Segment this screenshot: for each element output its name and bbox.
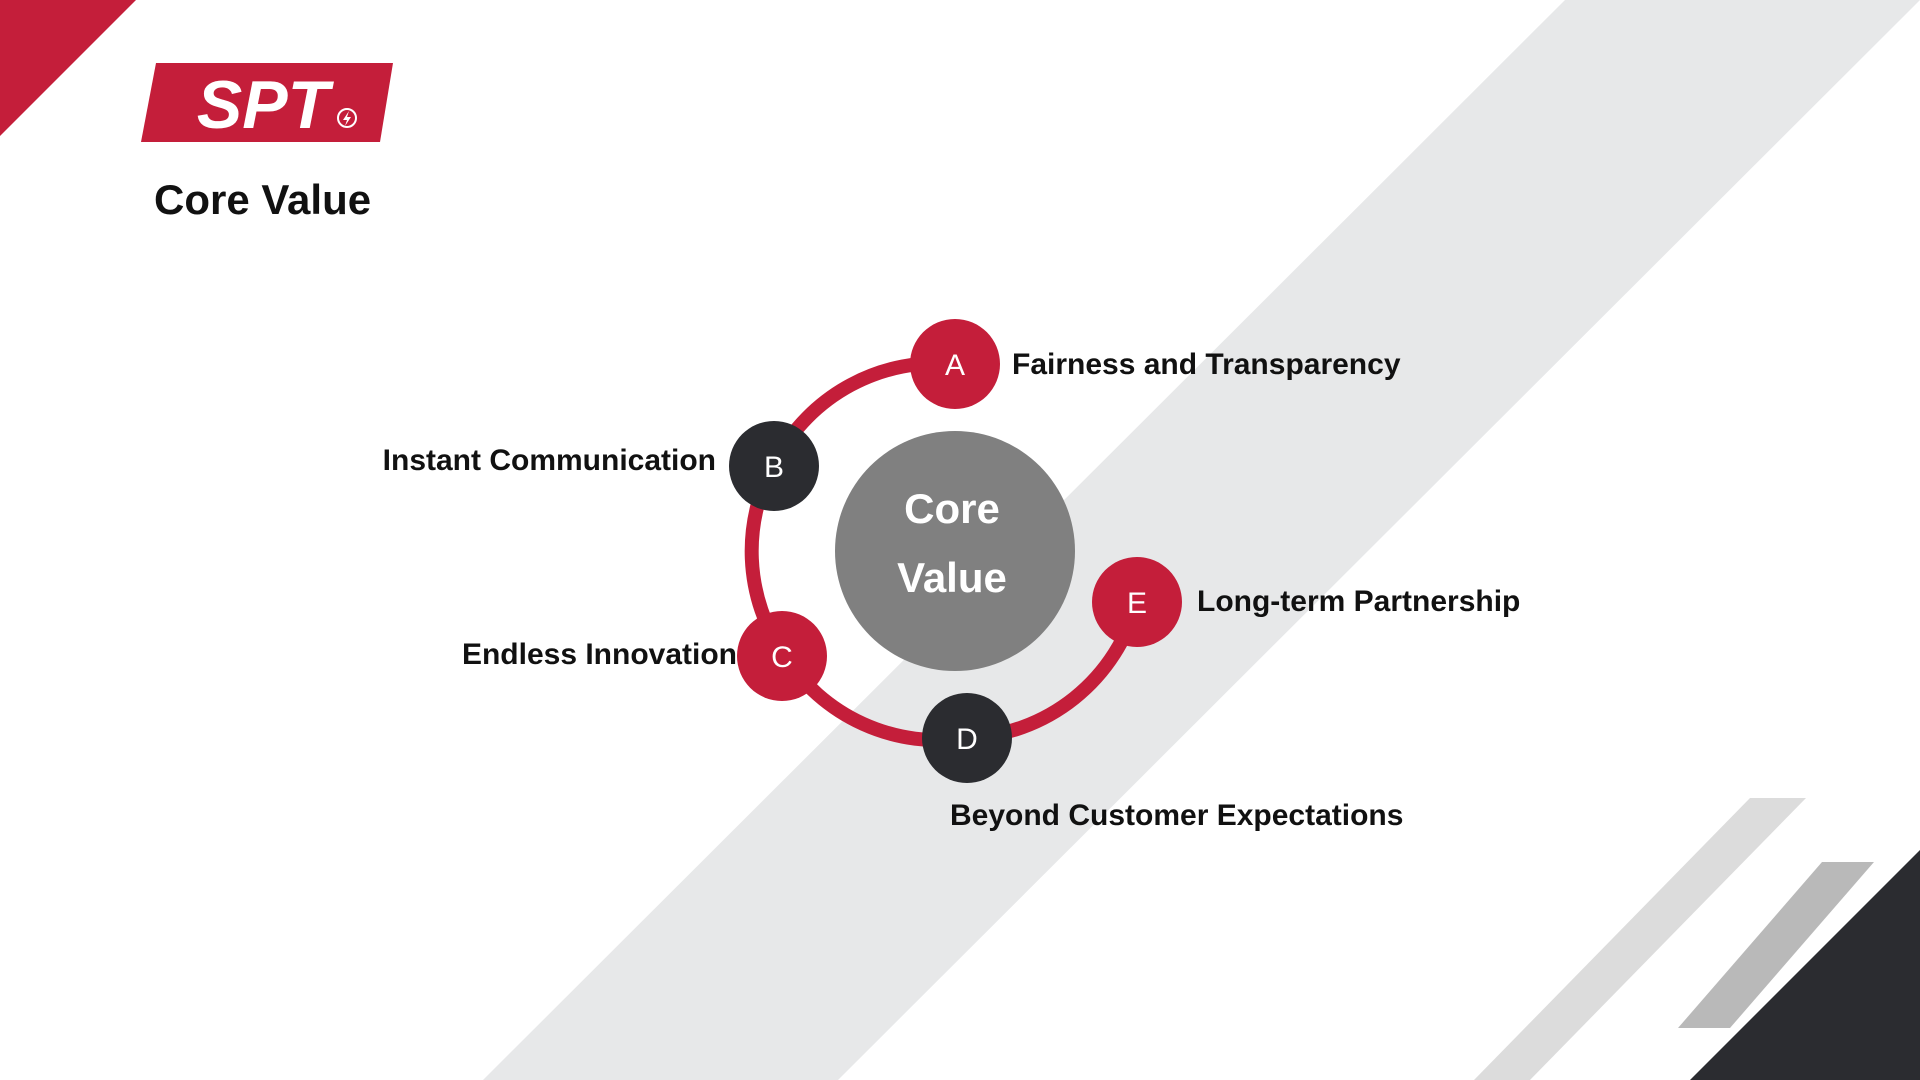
background-dark-corner <box>1690 850 1920 1080</box>
background-diagonal-band <box>483 0 1920 1080</box>
slide-title: Core Value <box>154 176 372 223</box>
node-c: C <box>737 611 827 701</box>
node-b: B <box>729 421 819 511</box>
node-e-circle <box>1092 557 1182 647</box>
center-text-line2: Value <box>897 554 1007 601</box>
node-a-letter: A <box>945 349 965 382</box>
center-text-line1: Core <box>904 485 1000 532</box>
node-d: D <box>922 693 1012 783</box>
lightning-bolt-icon <box>337 108 357 128</box>
node-b-letter: B <box>764 451 784 484</box>
node-d-circle <box>922 693 1012 783</box>
node-e: E <box>1092 557 1182 647</box>
logo-text: SPT <box>197 67 335 143</box>
node-b-label: Instant Communication <box>382 444 716 477</box>
spt-logo: SPT <box>141 63 393 143</box>
node-a-label: Fairness and Transparency <box>1012 348 1401 381</box>
node-c-label: Endless Innovation <box>461 638 737 671</box>
background-red-corner <box>0 0 136 136</box>
node-a: A <box>910 319 1000 409</box>
node-e-letter: E <box>1127 587 1147 620</box>
node-d-label: Beyond Customer Expectations <box>950 799 1404 832</box>
background-stripe-light <box>1474 798 1806 1080</box>
node-e-label: Long-term Partnership <box>1197 585 1521 618</box>
center-circle <box>835 431 1075 671</box>
background-stripe-mid <box>1678 862 1874 1028</box>
node-d-letter: D <box>956 723 978 756</box>
node-c-letter: C <box>771 641 793 674</box>
node-b-circle <box>729 421 819 511</box>
node-a-circle <box>910 319 1000 409</box>
node-c-circle <box>737 611 827 701</box>
